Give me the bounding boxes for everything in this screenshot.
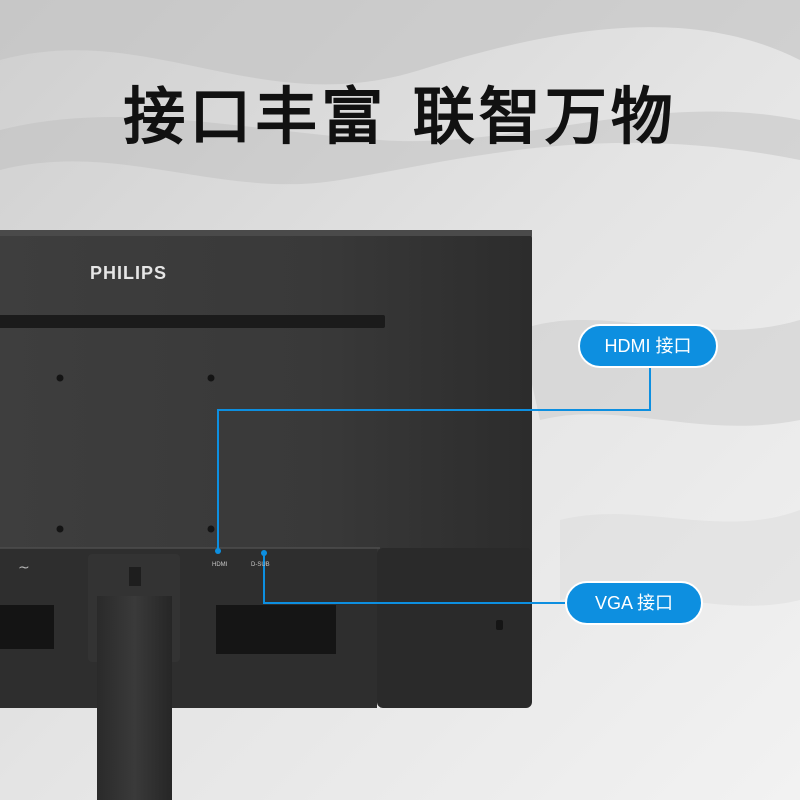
power-port-label: ~ — [18, 560, 30, 576]
vesa-hole — [207, 374, 215, 382]
stand-release-tab[interactable] — [129, 567, 141, 586]
vga-port-callout: VGA 接口 — [565, 581, 703, 625]
monitor-back-edge — [0, 230, 532, 236]
headline-title: 接口丰富 联智万物 — [123, 80, 677, 153]
power-port-recess — [0, 605, 54, 649]
background-vein — [0, 111, 800, 185]
kensington-lock-slot[interactable] — [496, 620, 503, 630]
hdmi-leader-line — [217, 367, 651, 551]
hdmi-vga-port-recess — [216, 605, 336, 654]
vesa-hole — [56, 525, 64, 533]
background-vein — [0, 0, 800, 85]
hdmi-leader-dot — [215, 548, 221, 554]
vesa-hole — [56, 374, 64, 382]
vesa-hole — [207, 525, 215, 533]
stand-neck — [97, 596, 172, 800]
hdmi-port-callout: HDMI 接口 — [578, 324, 718, 368]
vga-port-label: D-SUB — [251, 562, 270, 568]
port-housing-right — [377, 548, 532, 708]
hdmi-port-label: HDMI — [212, 562, 228, 568]
brand-logo: PHILIPS — [90, 263, 167, 283]
vga-leader-dot — [261, 550, 267, 556]
vent-slot — [0, 315, 385, 328]
vga-leader-line — [263, 553, 565, 604]
